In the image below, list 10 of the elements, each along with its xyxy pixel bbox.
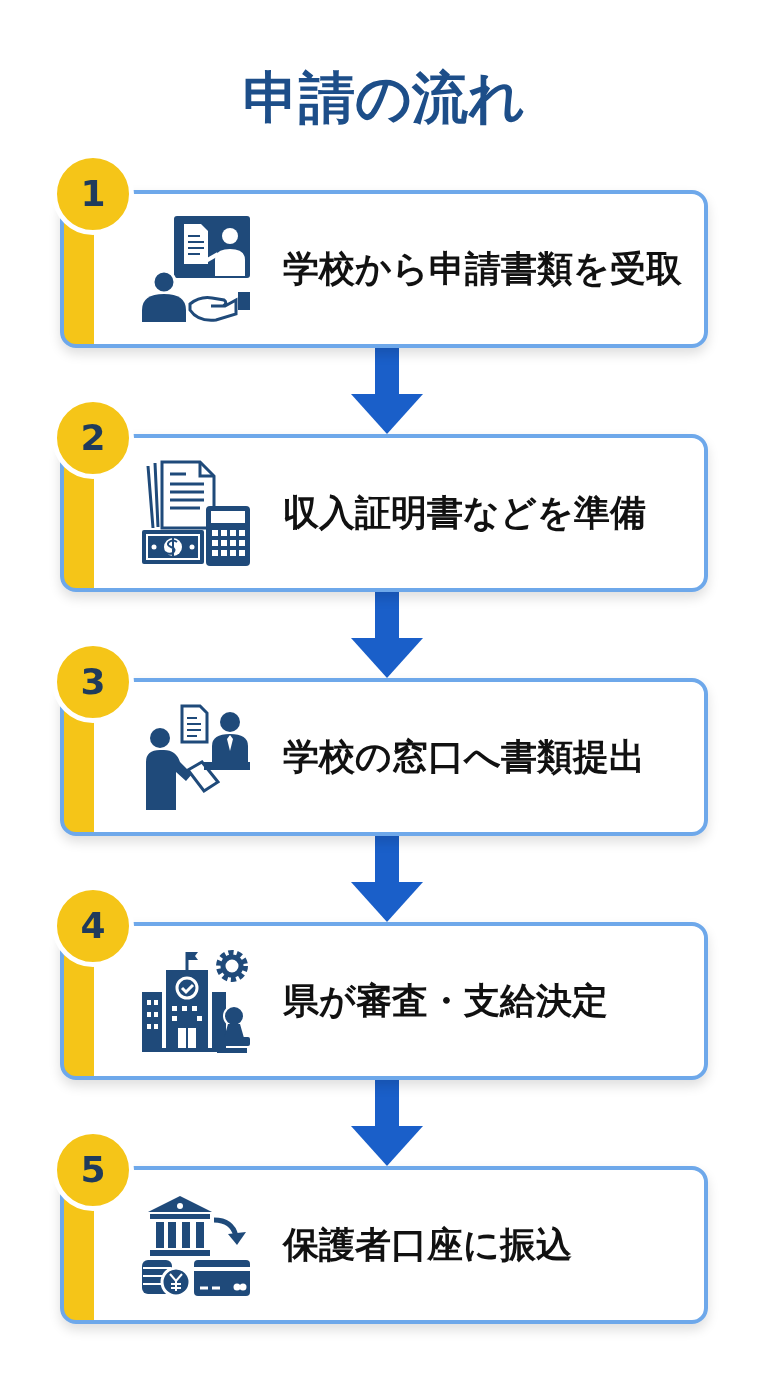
step-text: 学校の窓口へ書類提出: [283, 735, 646, 779]
step-text: 収入証明書などを準備: [283, 491, 647, 535]
arrow: [351, 592, 423, 678]
step-text: 学校から申請書類を受取: [283, 247, 683, 291]
arrow: [351, 1080, 423, 1166]
arrow: [351, 348, 423, 434]
arrow: [351, 836, 423, 922]
step-text: 保護者口座に振込: [283, 1223, 573, 1267]
step-text: 県が審査・支給決定: [283, 979, 609, 1023]
title: 申請の流れ: [242, 64, 526, 132]
